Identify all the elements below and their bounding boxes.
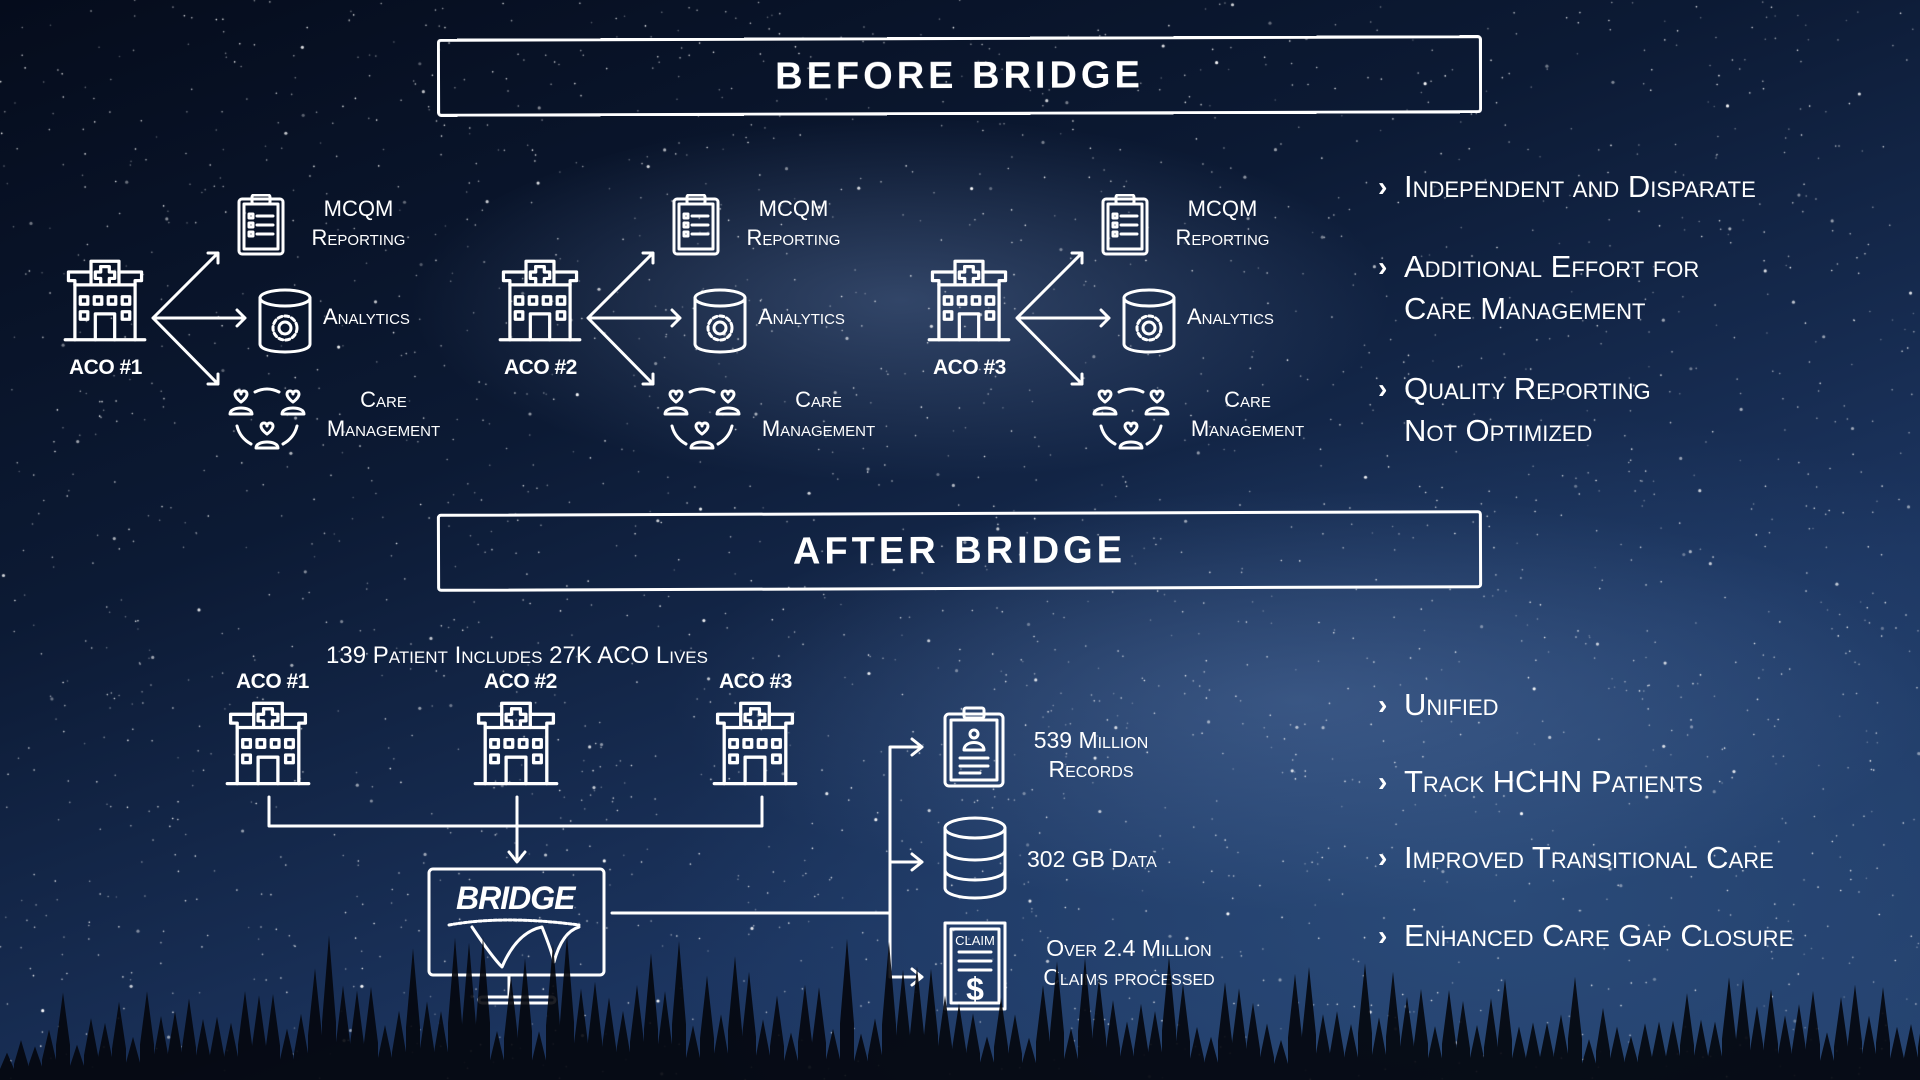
- bullet-text: Independent and Disparate: [1404, 169, 1756, 204]
- aco-label: ACO #1: [69, 356, 142, 379]
- chevron-right-icon: ›: [1378, 251, 1388, 282]
- arrows: [586, 251, 682, 386]
- chevron-right-icon: ›: [1378, 373, 1388, 404]
- tree-silhouette: [0, 935, 1920, 1080]
- tree-line: [0, 935, 1920, 1080]
- chevron-right-icon: ›: [1378, 766, 1388, 797]
- arrows: [1015, 251, 1111, 386]
- bullet-text: Unified: [1404, 687, 1499, 722]
- after-bullet: › Enhanced Care Gap Closure: [1378, 915, 1793, 957]
- analytics-label: Analytics: [1187, 304, 1274, 329]
- bridge-logo-text: BRIDGE: [456, 880, 575, 916]
- analytics-label: Analytics: [758, 304, 845, 329]
- after-bullet: › Track HCHN Patients: [1378, 761, 1703, 803]
- aco-label: ACO #3: [933, 356, 1006, 379]
- bullet-text: Enhanced Care Gap Closure: [1404, 918, 1794, 953]
- bullet-text: Track HCHN Patients: [1404, 764, 1703, 799]
- bullet-text: Improved Transitional Care: [1404, 840, 1774, 875]
- chevron-right-icon: ›: [1378, 171, 1388, 202]
- data-volume-stat: 302 GB Data: [1027, 846, 1157, 872]
- patient-record-clipboard-icon: [943, 706, 1005, 788]
- claim-receipt-icon: CLAIM $: [943, 921, 1007, 1011]
- chevron-right-icon: ›: [1378, 842, 1388, 873]
- before-bullet: › Independent and Disparate: [1378, 166, 1756, 208]
- chevron-right-icon: ›: [1378, 920, 1388, 951]
- after-aco-label: ACO #1: [236, 670, 309, 693]
- after-bullet: › Unified: [1378, 684, 1499, 726]
- svg-text:CLAIM: CLAIM: [955, 933, 995, 948]
- svg-text:$: $: [966, 971, 984, 1007]
- after-aco-label: ACO #3: [719, 670, 792, 693]
- aco-label: ACO #2: [504, 356, 577, 379]
- after-aco-label: ACO #2: [484, 670, 557, 693]
- analytics-label: Analytics: [323, 304, 410, 329]
- chevron-right-icon: ›: [1378, 689, 1388, 720]
- database-icon: [943, 816, 1007, 900]
- after-bullet: › Improved Transitional Care: [1378, 837, 1774, 879]
- patient-caption: 139 Patient Includes 27K ACO Lives: [326, 642, 708, 669]
